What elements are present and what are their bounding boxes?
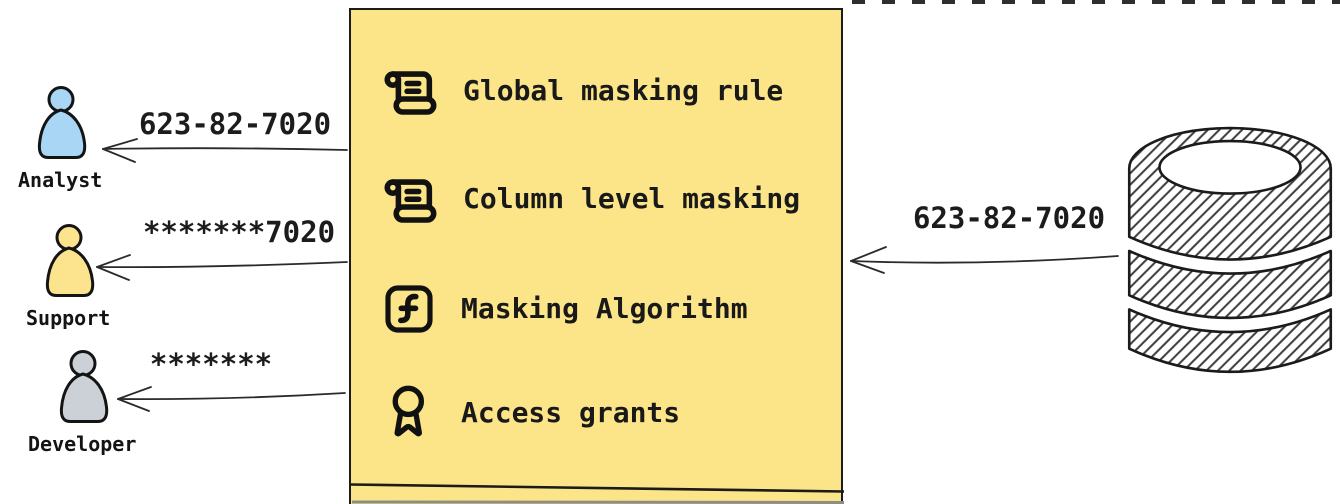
database-opening bbox=[1158, 139, 1302, 195]
actor-label: Support bbox=[26, 306, 111, 330]
cropped-dashed-border-top bbox=[852, 0, 1340, 4]
flow-value-developer: ******* bbox=[149, 347, 273, 381]
masking-box: Global masking rule Column level masking… bbox=[349, 8, 843, 504]
actor-analyst: Analyst bbox=[18, 86, 102, 192]
arrow-to-support bbox=[96, 254, 348, 281]
masking-item-label: Masking Algorithm bbox=[461, 292, 748, 325]
actor-label: Analyst bbox=[18, 168, 103, 192]
actor-developer: Developer bbox=[28, 350, 136, 456]
masking-rule-item: Global masking rule bbox=[381, 60, 783, 122]
access-grants-item: Access grants bbox=[381, 382, 680, 444]
masking-rule-item: Column level masking bbox=[381, 168, 800, 230]
masking-item-label: Column level masking bbox=[463, 182, 801, 215]
person-icon bbox=[46, 224, 95, 297]
arrow-to-analyst bbox=[102, 138, 348, 163]
database-bottom-segment bbox=[1127, 308, 1333, 374]
actor-label: Developer bbox=[28, 432, 137, 456]
flow-value-analyst: 623-82-7020 bbox=[138, 107, 332, 141]
award-icon bbox=[392, 385, 425, 437]
flow-value-support: *******7020 bbox=[142, 215, 336, 249]
function-icon bbox=[385, 285, 433, 333]
database-icon bbox=[1127, 126, 1333, 374]
person-icon bbox=[60, 350, 109, 423]
arrow-database-to-box bbox=[850, 246, 1119, 274]
flow-value-database: 623-82-7020 bbox=[912, 201, 1106, 235]
masking-algorithm-item: Masking Algorithm bbox=[381, 278, 748, 340]
scroll-icon bbox=[384, 179, 437, 223]
person-icon bbox=[38, 86, 87, 159]
actor-support: Support bbox=[26, 224, 110, 330]
masking-item-label: Access grants bbox=[461, 396, 681, 429]
database-middle-segment bbox=[1127, 249, 1333, 320]
masking-item-label: Global masking rule bbox=[463, 74, 784, 107]
arrow-to-developer bbox=[117, 386, 346, 412]
scroll-icon bbox=[384, 71, 437, 115]
